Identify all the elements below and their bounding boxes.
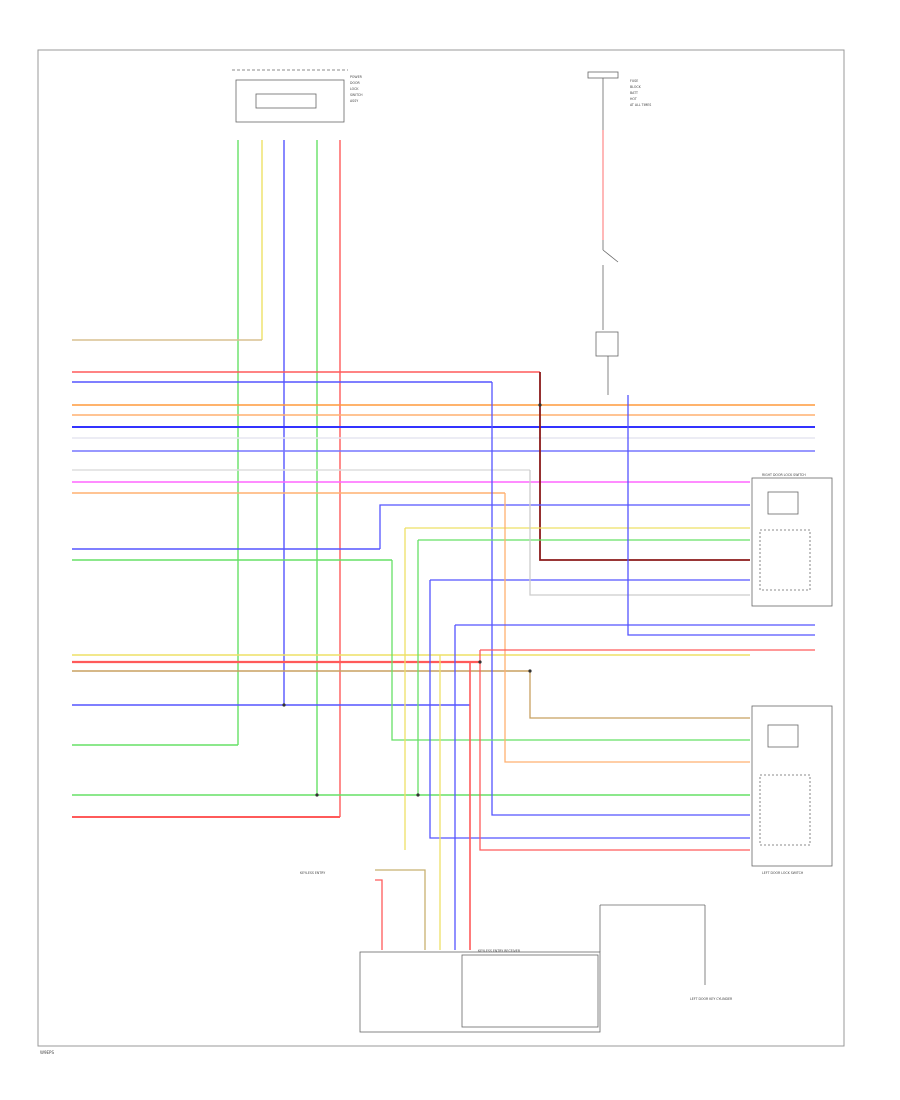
wire-r-lightorange-v xyxy=(504,493,750,763)
top-switch-label-5: ASSY xyxy=(350,99,358,103)
wire-r-red-6 xyxy=(479,650,750,851)
fuse-label-1: FUSE xyxy=(630,79,638,83)
horizontal-bus-wires xyxy=(72,339,815,818)
wire-r-red-darkred xyxy=(539,372,750,561)
wire-r-blue-right xyxy=(627,395,815,636)
top-switch-label-4: SWITCH xyxy=(350,93,363,97)
bottom-module-label: KEYLESS ENTRY RECEIVER xyxy=(478,949,521,953)
wire-r-blue-3v xyxy=(429,580,750,839)
fuse-label-3: BATT xyxy=(630,91,638,95)
routing-wires xyxy=(375,372,815,950)
diagram-frame xyxy=(37,49,845,1047)
left-switch-label: LEFT DOOR LOCK SWITCH xyxy=(762,871,804,875)
right-door-lock-switch xyxy=(751,477,833,607)
left-door-lock-switch xyxy=(751,705,833,867)
top-switch-label-3: LOCK xyxy=(350,87,359,91)
footer-code: W9EPS xyxy=(40,1050,54,1055)
fuse-label-4: HOT xyxy=(630,97,637,101)
top-switch-text: POWER DOOR LOCK SWITCH ASSY xyxy=(350,75,363,103)
fuse-label-5: AT ALL TIMES xyxy=(630,103,651,107)
top-vertical-wires xyxy=(237,130,604,817)
right-switch-label: RIGHT DOOR LOCK SWITCH xyxy=(762,473,806,477)
fuse-text: FUSE BLOCK BATT HOT AT ALL TIMES xyxy=(630,79,651,107)
bottom-module xyxy=(359,904,706,1033)
wire-r-red-bot xyxy=(375,879,383,950)
wire-r-blue-1 xyxy=(491,382,750,816)
wire-r-tan-bot xyxy=(375,869,426,950)
top-switch-label-2: DOOR xyxy=(350,81,360,85)
wire-r-tan-1 xyxy=(529,671,750,719)
wire-r-green-1 xyxy=(391,560,750,741)
fuse-label-2: BLOCK xyxy=(630,85,642,89)
bottom-left-label: KEYLESS ENTRY xyxy=(300,871,325,875)
top-switch-label-1: POWER xyxy=(350,75,363,79)
top-switch-assembly xyxy=(232,69,348,123)
splice-dots xyxy=(282,403,542,797)
wire-r-gray-1 xyxy=(529,470,750,596)
wire-r-blue-2 xyxy=(379,504,750,549)
bottom-right-label: LEFT DOOR KEY CYLINDER xyxy=(690,997,733,1001)
